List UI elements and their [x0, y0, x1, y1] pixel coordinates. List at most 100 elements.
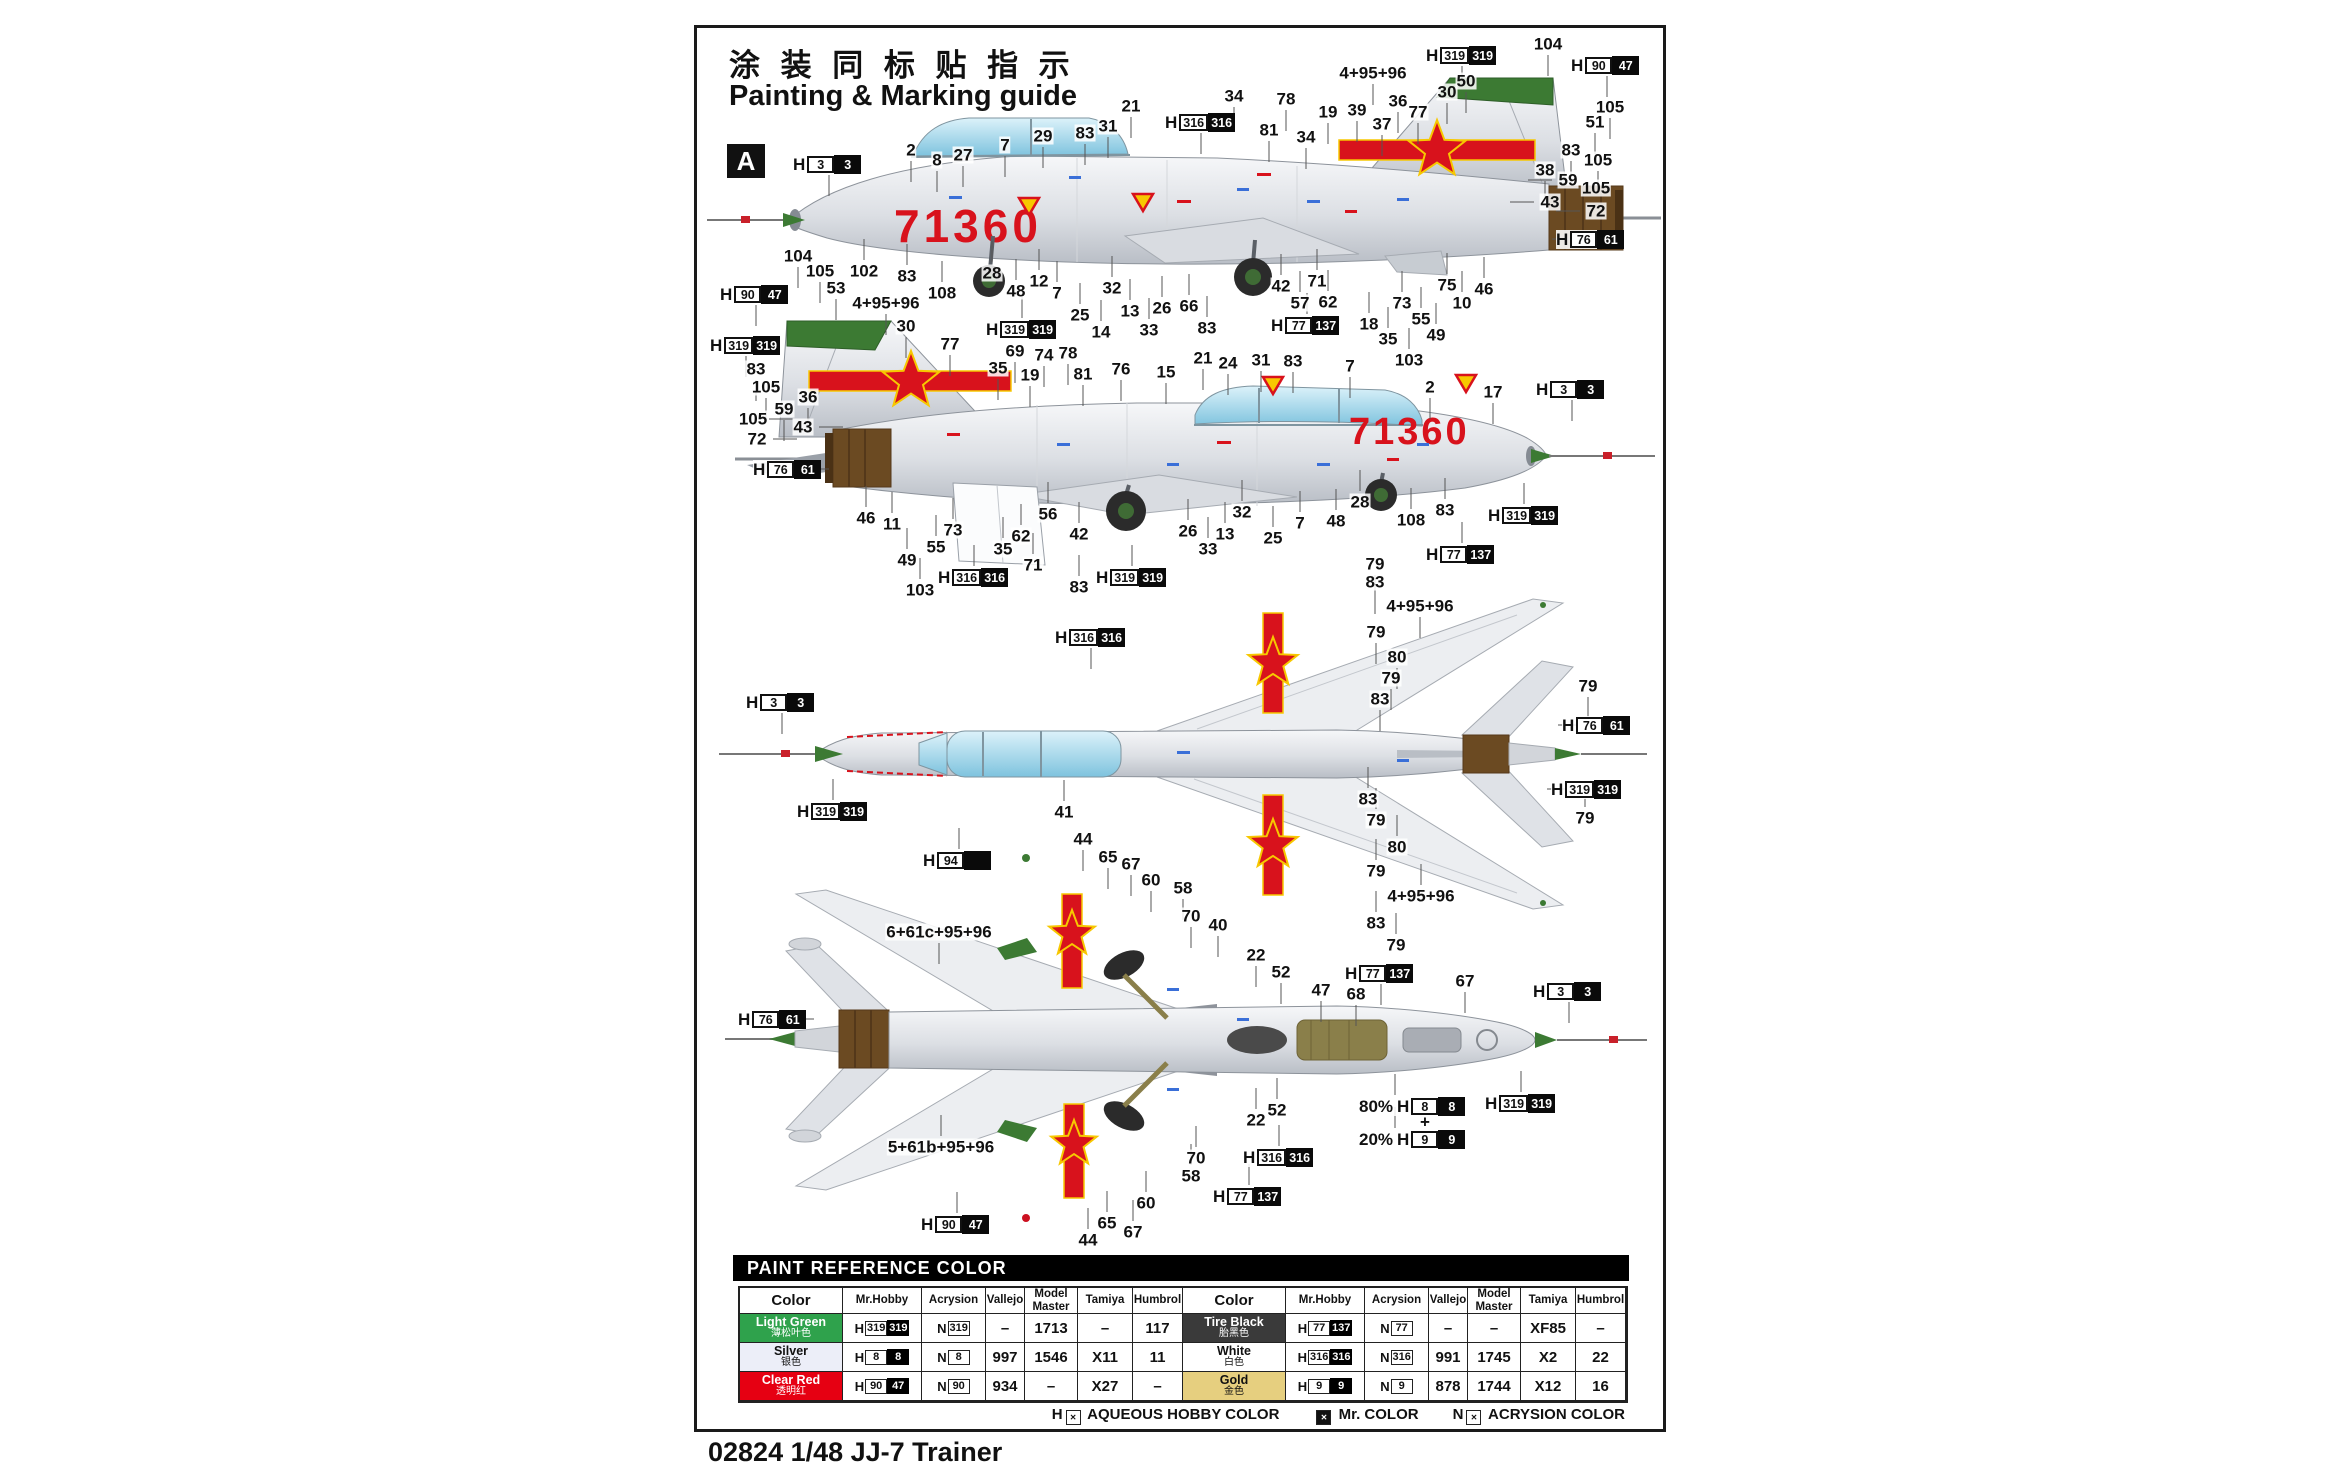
badge-h-letter: H — [921, 1214, 934, 1234]
callout-label: 48 — [1325, 511, 1347, 531]
badge-h-letter: H — [753, 459, 766, 479]
callout-label: 51 — [1584, 112, 1606, 132]
page-title-en: Painting & Marking guide — [729, 80, 1078, 112]
badge-mrcolor-number: 319 — [1029, 320, 1057, 339]
table-cell: Acrysion — [922, 1288, 986, 1314]
callout-label: 79 — [1380, 668, 1402, 688]
callout-label: 83 — [1560, 140, 1582, 160]
table-cell: X11 — [1078, 1343, 1133, 1372]
callout-label: 71 — [1022, 555, 1044, 575]
badge-h-letter: H — [797, 801, 810, 821]
callout-label: 83 — [1282, 351, 1304, 371]
badge-aqueous-number: 316 — [952, 569, 982, 586]
callout-label: 74 — [1033, 345, 1055, 365]
callout-label: 62 — [1010, 526, 1032, 546]
table-cell: XF85 — [1521, 1314, 1576, 1343]
callout-label: 25 — [1262, 528, 1284, 548]
callout-label: 22 — [1245, 945, 1267, 965]
table-cell: Vallejo — [986, 1288, 1025, 1314]
section-a-badge: A — [727, 144, 765, 178]
badge-prefix: 20% — [1359, 1129, 1394, 1149]
legend-item: ✕ Mr. COLOR — [1313, 1406, 1419, 1425]
table-cell: 117 — [1133, 1314, 1183, 1343]
callout-label: 34 — [1295, 127, 1317, 147]
callout-label: 2 — [905, 140, 917, 160]
badge-aqueous-number: 76 — [1576, 717, 1604, 734]
badge-mrcolor-number: 3 — [1577, 380, 1605, 399]
callout-label: 65 — [1097, 847, 1119, 867]
callout-label: 24 — [1217, 353, 1239, 373]
callout-label: 29 — [1032, 126, 1054, 146]
callout-label: 48 — [1005, 281, 1027, 301]
callout-label: 105 — [737, 409, 769, 429]
badge-h-letter: H — [1571, 55, 1584, 75]
badge-mrcolor-number: 47 — [1612, 56, 1640, 75]
table-cell: 1745 — [1468, 1343, 1521, 1372]
callout-label: 73 — [942, 520, 964, 540]
badge-h-letter: H — [938, 567, 951, 587]
callout-label: + — [1419, 1112, 1431, 1132]
callout-label: 18 — [1358, 314, 1380, 334]
callout-label: 35 — [987, 358, 1009, 378]
badge-h-letter: H — [720, 284, 733, 304]
callout-label: 39 — [1346, 100, 1368, 120]
callout-label: 79 — [1365, 861, 1387, 881]
badge-aqueous-number: 9 — [1411, 1131, 1439, 1148]
badge-aqueous-number: 319 — [724, 337, 754, 354]
callout-label: 31 — [1250, 350, 1272, 370]
badge-aqueous-number: 319 — [1440, 47, 1470, 64]
badge-aqueous-number: 319 — [1110, 569, 1140, 586]
badge-mrcolor-number: 61 — [779, 1010, 807, 1029]
badge-mrcolor-number: 319 — [1528, 1094, 1556, 1113]
callout-label: 103 — [1393, 350, 1425, 370]
callout-label: 30 — [1436, 82, 1458, 102]
callout-label: 68 — [1345, 984, 1367, 1004]
table-cell: 997 — [986, 1343, 1025, 1372]
badge-aqueous-number: 90 — [935, 1216, 963, 1233]
callout-label: 7 — [1294, 513, 1306, 533]
badge-h-letter: H — [1426, 544, 1439, 564]
callout-label: 42 — [1270, 276, 1292, 296]
callout-label: 14 — [1090, 322, 1112, 342]
callout-label: 28 — [981, 263, 1003, 283]
badge-aqueous-number: 76 — [752, 1011, 780, 1028]
callout-label: 81 — [1258, 120, 1280, 140]
badge-mrcolor-number: 137 — [1312, 316, 1340, 335]
callout-label: 104 — [782, 246, 814, 266]
callout-label: 47 — [1310, 980, 1332, 1000]
callout-label: 33 — [1197, 539, 1219, 559]
badge-aqueous-number: 316 — [1179, 114, 1209, 131]
table-cell: Acrysion — [1365, 1288, 1429, 1314]
callout-label: 83 — [1196, 318, 1218, 338]
table-cell: – — [1468, 1314, 1521, 1343]
badge-aqueous-number: 76 — [1570, 231, 1598, 248]
callout-label: 10 — [1451, 293, 1473, 313]
legend-item: H✕ AQUEOUS HOBBY COLOR — [1051, 1406, 1280, 1425]
callout-label: 12 — [1028, 271, 1050, 291]
badge-mrcolor-number: 3 — [787, 693, 815, 712]
badge-mrcolor-number: 47 — [962, 1215, 990, 1234]
badge-aqueous-number: 3 — [807, 156, 835, 173]
badge-aqueous-number: 316 — [1069, 629, 1099, 646]
callout-label: 22 — [1245, 1110, 1267, 1130]
callout-label: 69 — [1004, 341, 1026, 361]
callout-label: 76 — [1110, 359, 1132, 379]
side-view-right-art: 71360 — [707, 77, 1661, 297]
callout-label: 50 — [1455, 71, 1477, 91]
